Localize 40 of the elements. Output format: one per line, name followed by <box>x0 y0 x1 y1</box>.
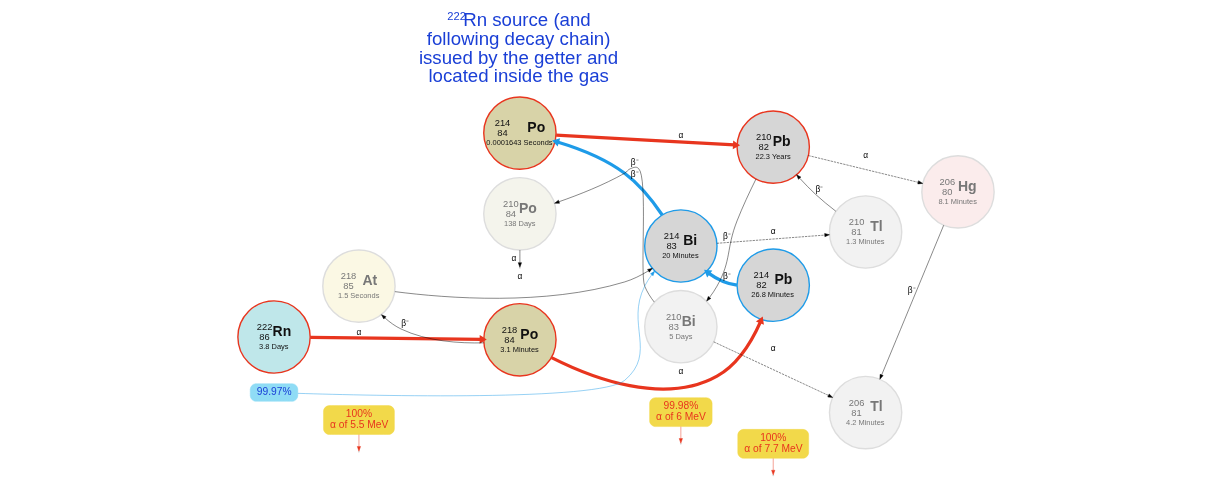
edge-label: β⁻ <box>907 285 916 296</box>
node-box: 99.97% <box>249 383 298 402</box>
arrow <box>879 225 944 380</box>
arrow <box>297 270 655 397</box>
edge-label: α <box>677 365 683 376</box>
arrow <box>713 341 833 398</box>
arrow <box>705 178 756 302</box>
edge-label: β⁻ <box>630 169 639 180</box>
arrow <box>309 334 487 344</box>
arrow <box>394 268 653 299</box>
edge-label: β⁻ <box>630 157 639 168</box>
edge-label: β⁻ <box>400 318 409 329</box>
arrow <box>356 434 361 452</box>
edge-label: β⁻ <box>722 270 731 281</box>
node-box: 100% α of 5.5 MeV <box>322 405 395 435</box>
arrow <box>553 166 654 303</box>
arrow <box>703 269 737 287</box>
edge-label: α <box>510 252 516 263</box>
edge-label: α <box>356 327 361 338</box>
edge-label: α <box>516 271 522 282</box>
node-circle: 214 84 Po 0.0001643 Seconds <box>482 96 557 170</box>
node-box: 100% α of 7.7 MeV <box>737 429 809 459</box>
arrow <box>716 233 830 244</box>
arrow <box>807 155 923 185</box>
edge-label: α <box>862 150 868 161</box>
edge-label: α <box>677 129 683 140</box>
arrow <box>795 174 836 212</box>
edge-label: α <box>770 342 776 353</box>
arrow <box>551 138 664 216</box>
arrow <box>517 249 522 268</box>
arrow <box>555 133 740 150</box>
label: $^{222}$Rn source (and following decay chain) issued by the getter and located inside the gas <box>418 9 618 87</box>
edge-label: β⁻ <box>722 230 731 241</box>
edge-label: α <box>770 226 776 237</box>
arrow <box>770 458 775 476</box>
edge-label: β⁻ <box>815 183 823 194</box>
node-box: 99.98% α of 6 MeV <box>648 397 712 427</box>
arrow <box>380 314 484 344</box>
arrow <box>678 426 683 444</box>
arrow <box>550 316 764 391</box>
